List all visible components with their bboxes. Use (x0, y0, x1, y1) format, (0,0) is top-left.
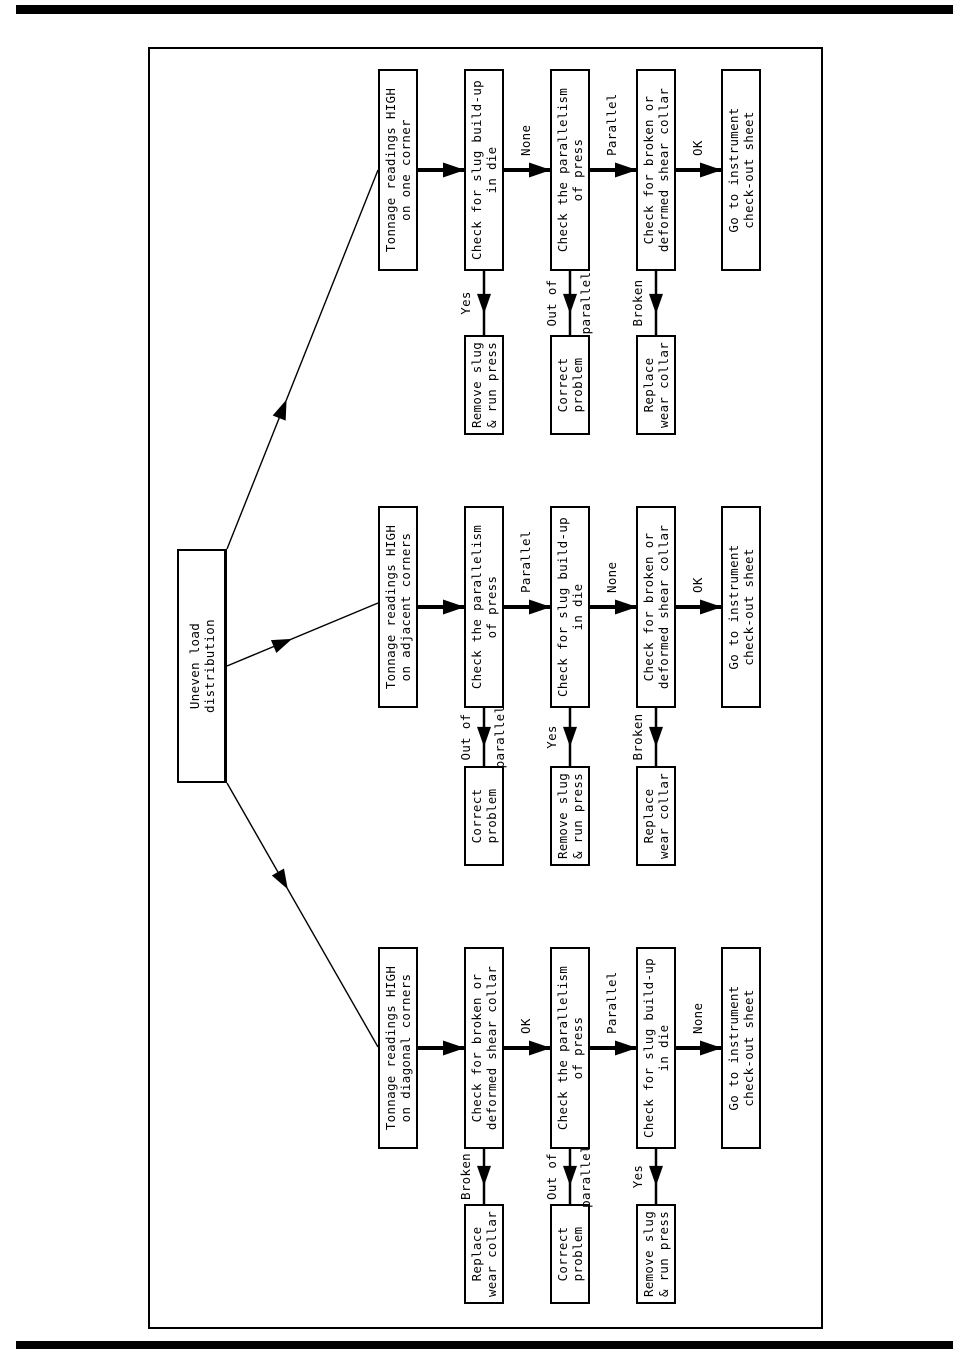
decision-label: OK (689, 577, 705, 593)
flow-arrowhead (529, 1040, 551, 1056)
terminal-box: Go to instrument check-out sheet (721, 947, 761, 1149)
result-box: Replace wear collar (636, 335, 676, 435)
flowchart-canvas: Uneven load distribution Tonnage reading… (150, 49, 821, 1327)
side-branch-label: Yes (458, 291, 473, 315)
side-arrowhead (563, 1165, 577, 1186)
root-connector-line (226, 602, 379, 667)
root-connector-line (226, 782, 379, 1048)
result-box: Replace wear collar (636, 766, 676, 866)
flow-arrowhead (615, 162, 637, 178)
root-box: Uneven load distribution (177, 549, 227, 783)
branch-start-box: Tonnage readings HIGH on one corner (378, 69, 418, 271)
decision-label: None (604, 561, 619, 593)
side-arrowhead (477, 1165, 491, 1186)
side-branch-label: parallel (578, 271, 593, 335)
branch-start-box: Tonnage readings HIGH on diagonal corner… (378, 947, 418, 1149)
side-branch-label: Out of (544, 279, 559, 327)
side-arrowhead (477, 293, 491, 314)
top-rule (16, 5, 953, 14)
step-box: Check for broken or deformed shear colla… (464, 947, 504, 1149)
result-box: Correct problem (550, 335, 590, 435)
side-branch-label: Yes (544, 725, 559, 749)
step-box: Check the parallelism of press (550, 947, 590, 1149)
terminal-box: Go to instrument check-out sheet (721, 69, 761, 271)
step-box: Check for broken or deformed shear colla… (636, 506, 676, 708)
side-branch-label: Broken (630, 279, 645, 327)
connector-layer (226, 162, 722, 1204)
result-box: Remove slug & run press (636, 1204, 676, 1304)
root-connector-line (226, 169, 379, 550)
step-box: Check for broken or deformed shear colla… (636, 69, 676, 271)
side-branch-label: Out of (544, 1153, 559, 1200)
bottom-rule (16, 1341, 953, 1349)
flow-arrowhead (700, 1040, 722, 1056)
result-box: Correct problem (464, 766, 504, 866)
root-connector-arrowhead (271, 868, 288, 890)
side-arrowhead (563, 726, 577, 747)
side-branch-label: parallel (578, 1145, 593, 1208)
side-branch-label: Out of (458, 713, 473, 761)
decision-label: None (689, 1002, 705, 1034)
step-box: Check the parallelism of press (464, 506, 504, 708)
side-arrowhead (477, 726, 491, 747)
side-arrowhead (649, 1165, 663, 1186)
decision-label: Parallel (604, 971, 619, 1034)
flow-arrowhead (443, 599, 465, 615)
side-branch-label: Yes (630, 1164, 645, 1189)
flow-arrowhead (700, 162, 722, 178)
side-arrowhead (563, 293, 577, 314)
result-box: Remove slug & run press (550, 766, 590, 866)
flow-arrowhead (529, 162, 551, 178)
flow-arrowhead (700, 599, 722, 615)
root-connector-arrowhead (270, 638, 293, 654)
side-branch-label: Broken (630, 713, 645, 761)
step-box: Check for slug build-up in die (636, 947, 676, 1149)
decision-label: OK (689, 140, 705, 156)
flow-arrowhead (529, 599, 551, 615)
root-connector-arrowhead (272, 399, 287, 421)
step-box: Check the parallelism of press (550, 69, 590, 271)
flow-arrowhead (615, 1040, 637, 1056)
decision-label: None (518, 124, 533, 156)
decision-label: Parallel (604, 93, 619, 156)
side-branch-label: parallel (492, 705, 507, 769)
decision-label: Parallel (518, 530, 533, 593)
terminal-box: Go to instrument check-out sheet (721, 506, 761, 708)
result-box: Correct problem (550, 1204, 590, 1304)
flow-arrowhead (443, 162, 465, 178)
flowchart-frame: Uneven load distribution Tonnage reading… (148, 47, 823, 1329)
step-box: Check for slug build-up in die (464, 69, 504, 271)
side-arrowhead (649, 293, 663, 314)
side-branch-label: Broken (458, 1153, 473, 1200)
result-box: Remove slug & run press (464, 335, 504, 435)
flow-arrowhead (443, 1040, 465, 1056)
branch-start-box: Tonnage readings HIGH on adjacent corner… (378, 506, 418, 708)
flow-arrowhead (615, 599, 637, 615)
step-box: Check for slug build-up in die (550, 506, 590, 708)
decision-label: OK (518, 1018, 533, 1034)
side-arrowhead (649, 726, 663, 747)
result-box: Replace wear collar (464, 1204, 504, 1304)
